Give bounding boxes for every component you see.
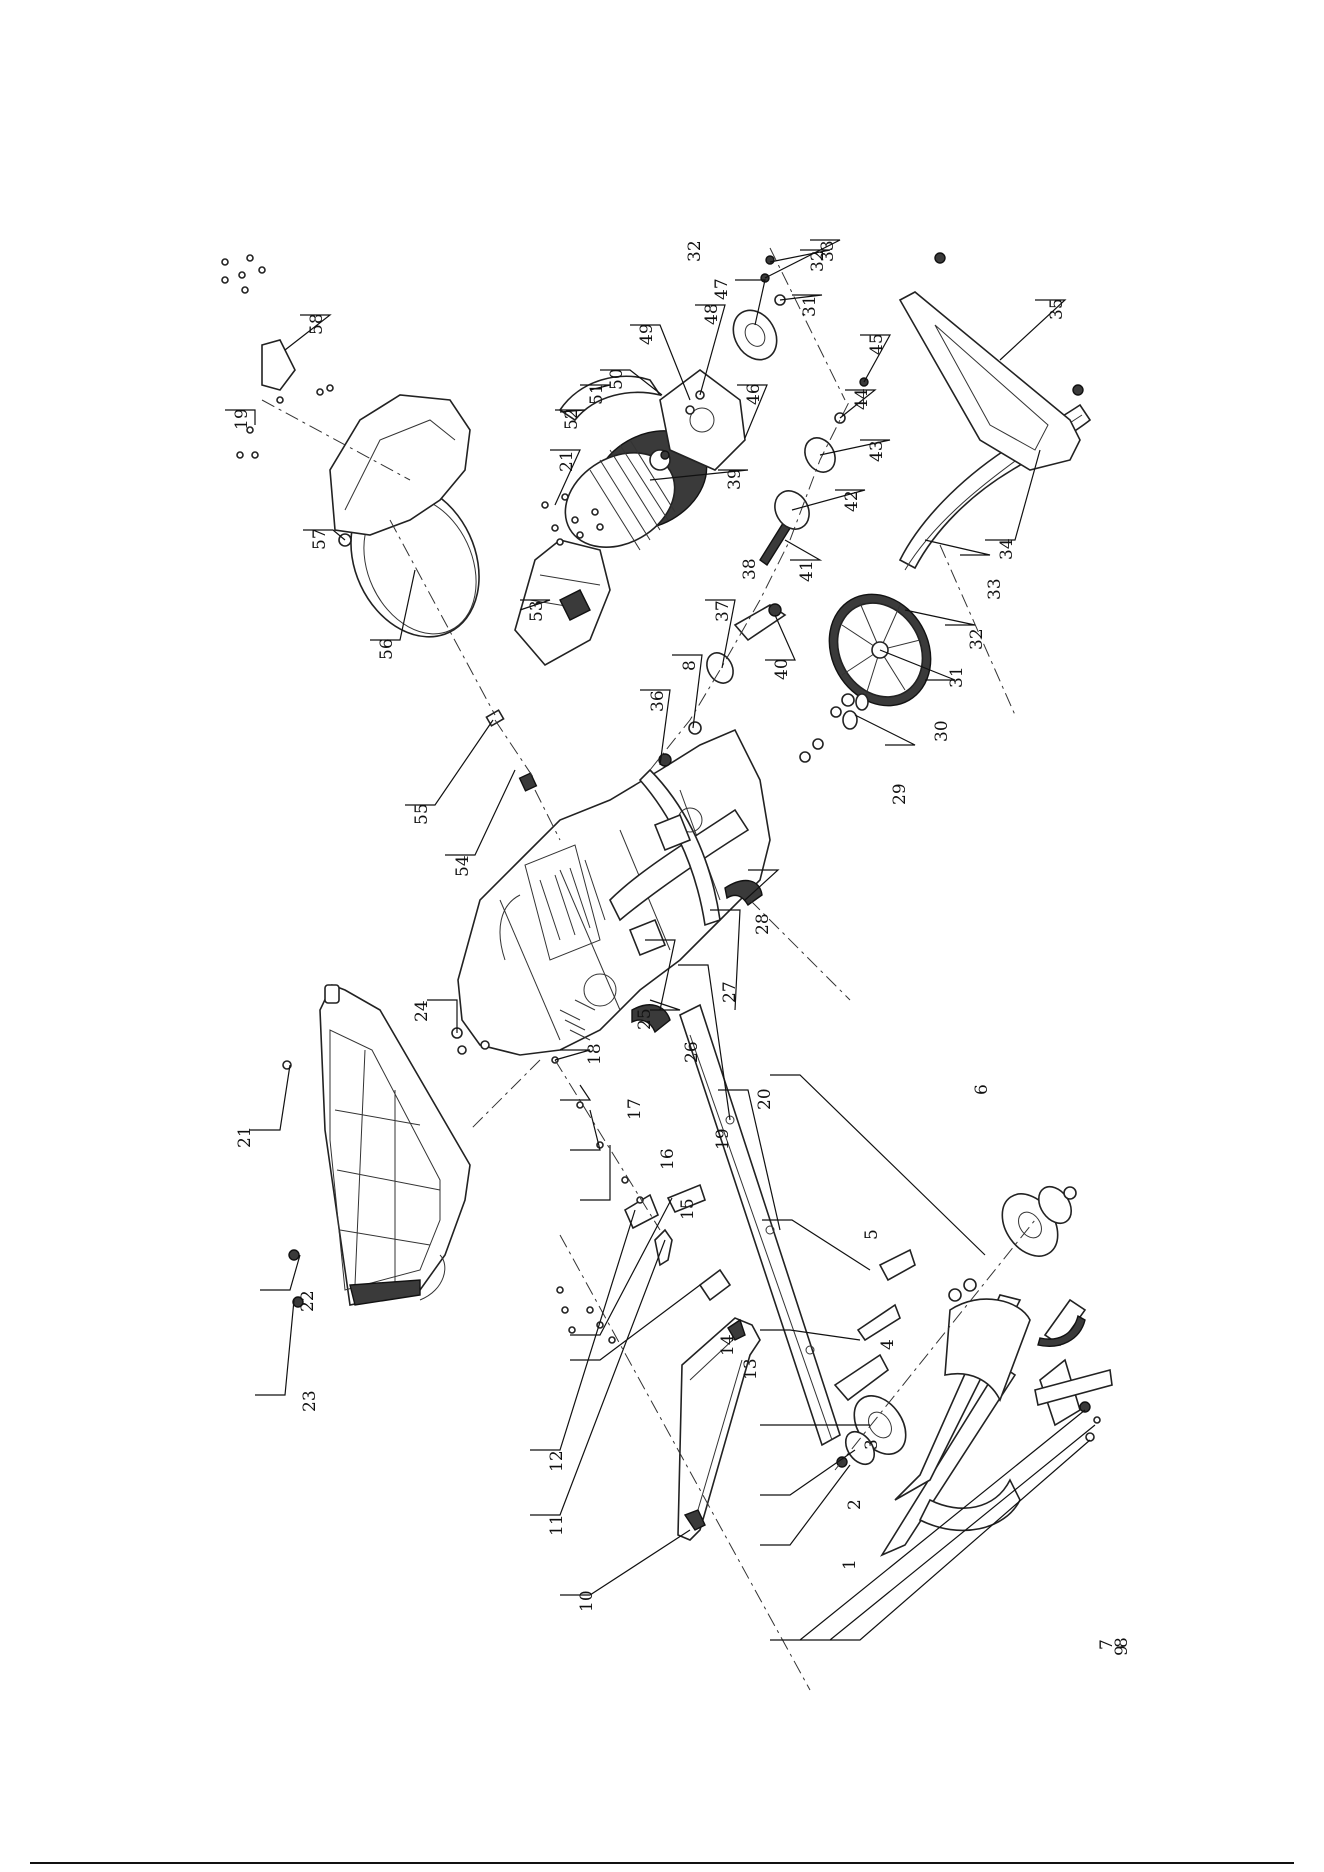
callout-31b: 31 [800, 295, 820, 317]
callout-15: 15 [678, 1198, 698, 1220]
callout-43: 43 [867, 440, 887, 462]
callout-42: 42 [842, 490, 862, 512]
callout-55: 55 [412, 803, 432, 825]
callout-46: 46 [744, 383, 764, 405]
belt-cover-part [900, 253, 1083, 470]
callout-10: 10 [577, 1590, 597, 1612]
top-bracket-part [262, 340, 295, 390]
side-cover-part [320, 985, 470, 1305]
callout-11: 11 [547, 1514, 567, 1536]
callout-52: 52 [562, 408, 582, 430]
main-frame-part [458, 730, 770, 1055]
callout-29: 29 [890, 783, 910, 805]
callout-2: 2 [845, 1499, 865, 1510]
callout-16: 16 [658, 1148, 678, 1170]
callout-6: 6 [972, 1084, 992, 1095]
callout-19b: 19 [232, 408, 252, 430]
callout-1: 1 [840, 1559, 860, 1570]
callout-45: 45 [867, 333, 887, 355]
callout-19a: 19 [713, 1128, 733, 1150]
callout-22: 22 [298, 1290, 318, 1312]
callout-51: 51 [587, 383, 607, 405]
callout-14: 14 [718, 1334, 738, 1356]
callout-38: 38 [740, 558, 760, 580]
callout-39: 39 [725, 468, 745, 490]
callout-24: 24 [412, 1000, 432, 1022]
callout-5: 5 [862, 1229, 882, 1240]
callout-31a: 31 [947, 666, 967, 688]
callout-32a: 32 [967, 628, 987, 650]
callout-30: 30 [932, 720, 952, 742]
callout-37: 37 [713, 600, 733, 622]
callout-56: 56 [377, 638, 397, 660]
callout-35: 35 [1047, 298, 1067, 320]
parts-layer [222, 248, 1112, 1690]
callout-44: 44 [852, 388, 872, 410]
callout-17: 17 [625, 1098, 645, 1120]
callout-9: 9 [1112, 1645, 1132, 1656]
callout-21a: 21 [235, 1126, 255, 1148]
callout-3: 3 [862, 1439, 882, 1450]
callout-18: 18 [585, 1043, 605, 1065]
callout-25: 25 [635, 1008, 655, 1030]
callout-33b: 33 [818, 240, 838, 262]
callout-23: 23 [300, 1390, 320, 1412]
callout-12: 12 [547, 1450, 567, 1472]
callout-41: 41 [797, 560, 817, 582]
callout-33a: 33 [985, 578, 1005, 600]
callout-47: 47 [712, 278, 732, 300]
callout-34: 34 [997, 538, 1017, 560]
part-55 [486, 710, 503, 726]
callout-53: 53 [527, 600, 547, 622]
callout-28: 28 [753, 913, 773, 935]
callout-49: 49 [637, 323, 657, 345]
callout-50: 50 [607, 368, 627, 390]
callout-54: 54 [453, 855, 473, 877]
part-54 [520, 773, 537, 791]
callout-32c: 32 [685, 240, 705, 262]
callout-36: 36 [648, 690, 668, 712]
callout-58: 58 [307, 313, 327, 335]
small-pulley-part [725, 302, 786, 367]
callout-21b: 21 [557, 450, 577, 472]
callout-57: 57 [310, 528, 330, 550]
callout-26: 26 [682, 1041, 702, 1063]
callout-4: 4 [878, 1339, 898, 1350]
callout-40: 40 [772, 658, 792, 680]
footer-rule [30, 1862, 1294, 1864]
callout-13: 13 [741, 1358, 761, 1380]
callout-27: 27 [720, 981, 740, 1003]
callout-8b: 8 [680, 660, 700, 671]
callout-20: 20 [755, 1088, 775, 1110]
callout-48: 48 [702, 303, 722, 325]
base-plate-part [625, 1185, 760, 1540]
